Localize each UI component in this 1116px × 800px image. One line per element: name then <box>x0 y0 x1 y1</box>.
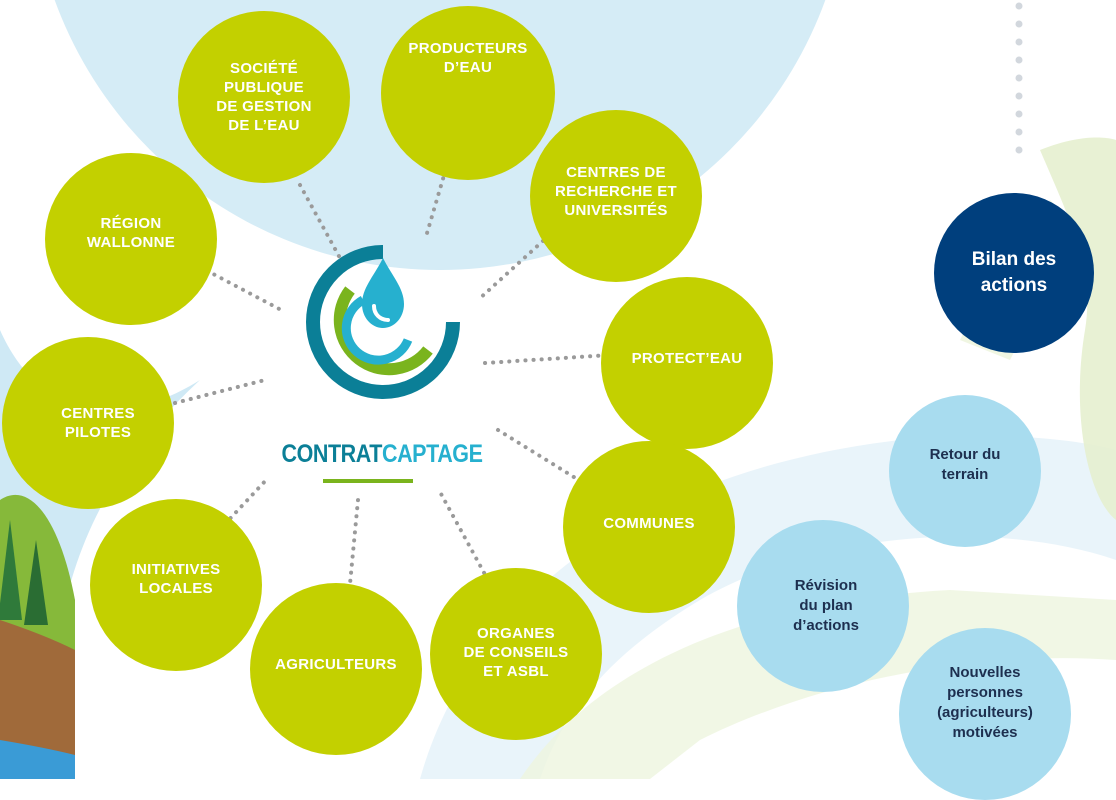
connector-protecteau <box>483 353 612 365</box>
partner-producteurs-label: PRODUCTEURS D’EAU <box>408 40 528 76</box>
connector-centres-pilotes <box>173 378 267 405</box>
contrat-captage-logo-icon <box>306 245 460 399</box>
connector-organes <box>438 490 490 582</box>
cycle-revision: Révision du plan d’actions <box>737 520 909 692</box>
partner-producteurs: PRODUCTEURS D’EAU <box>381 6 555 180</box>
landscape-water <box>0 740 75 779</box>
partner-initiatives: INITIATIVES LOCALES <box>90 499 262 671</box>
partner-agriculteurs: AGRICULTEURS <box>250 583 422 755</box>
connector-initiatives <box>223 476 270 526</box>
logo-arc-inner <box>341 296 413 365</box>
partner-communes-label: COMMUNES <box>603 514 695 532</box>
cycle-bilan: Bilan des actions <box>934 193 1094 353</box>
cycle-retour-label: Retour du terrain <box>929 446 1001 483</box>
partner-centres-pilotes: CENTRES PILOTES <box>2 337 174 509</box>
tree-icon <box>24 540 48 625</box>
logo-underline <box>323 479 413 483</box>
logo-title: CONTRATCAPTAGE <box>279 440 485 469</box>
logo-word-captage: CAPTAGE <box>381 440 483 468</box>
partner-agriculteurs-label: AGRICULTEURS <box>275 655 397 673</box>
partner-centres-recherche: CENTRES DE RECHERCHE ET UNIVERSITÉS <box>530 110 702 282</box>
tree-icon <box>0 520 22 620</box>
partner-communes: COMMUNES <box>563 441 735 613</box>
partner-protecteau-label: PROTECT’EAU <box>631 349 743 367</box>
partner-centres-recherche-label: CENTRES DE RECHERCHE ET UNIVERSITÉS <box>555 163 677 219</box>
background-shape-right <box>1040 137 1116 520</box>
partner-region: RÉGION WALLONNE <box>45 153 217 325</box>
connector-societe <box>298 183 342 260</box>
partner-protecteau: PROTECT’EAU <box>601 277 773 449</box>
connector-region <box>198 265 287 314</box>
water-drop-icon <box>362 258 404 328</box>
partner-region-label: RÉGION WALLONNE <box>86 215 176 251</box>
logo-arc-outer <box>306 245 460 399</box>
partner-initiatives-label: INITIATIVES LOCALES <box>131 561 221 597</box>
cycle-nouvelles-label: Nouvelles personnes (agriculteurs) motiv… <box>937 664 1033 741</box>
cycle-retour: Retour du terrain <box>889 395 1041 547</box>
partner-centres-pilotes-label: CENTRES PILOTES <box>61 405 135 441</box>
partner-organes-label: ORGANES DE CONSEILS ET ASBL <box>463 624 569 680</box>
cycle-nouvelles: Nouvelles personnes (agriculteurs) motiv… <box>899 628 1071 800</box>
logo-word-contrat: CONTRAT <box>281 440 382 468</box>
partner-organes: ORGANES DE CONSEILS ET ASBL <box>430 568 602 740</box>
partner-societe: SOCIÉTÉ PUBLIQUE DE GESTION DE L’EAU <box>178 11 350 183</box>
cycle-revision-label: Révision du plan d’actions <box>793 577 859 634</box>
cycle-dotted-line <box>1015 2 1023 154</box>
partner-societe-label: SOCIÉTÉ PUBLIQUE DE GESTION DE L’EAU <box>216 60 312 134</box>
landscape-soil <box>0 620 75 779</box>
cycle-bilan-label: Bilan des actions <box>971 249 1057 296</box>
